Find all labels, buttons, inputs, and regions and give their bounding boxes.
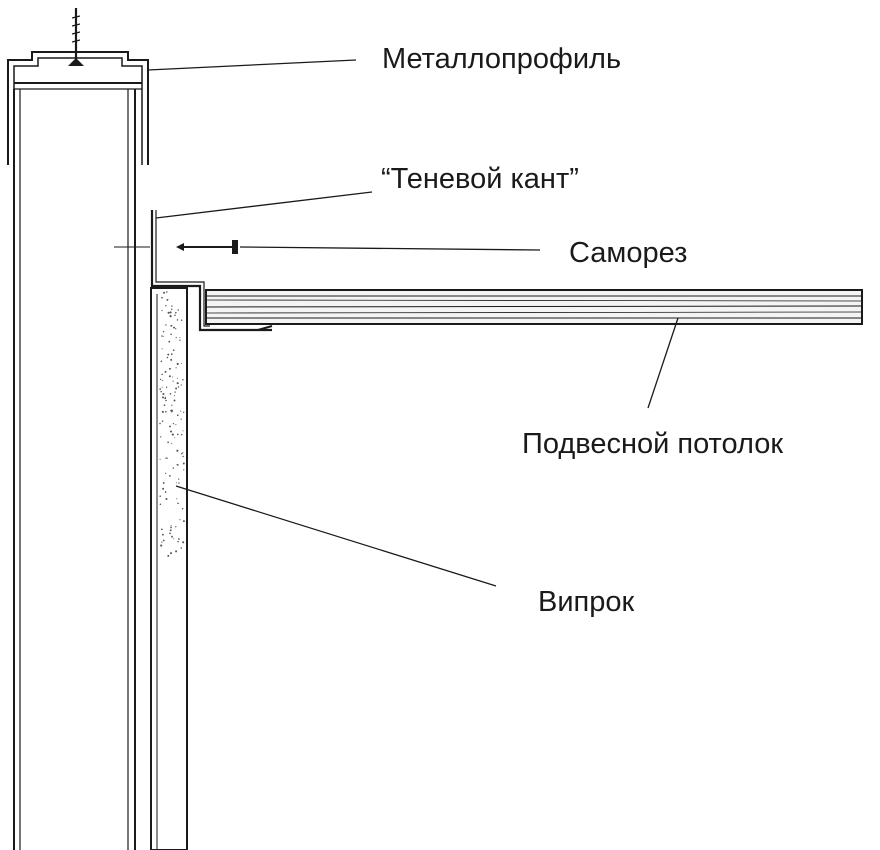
leader-ceiling bbox=[647, 317, 679, 409]
metal-profile bbox=[7, 51, 149, 850]
label-shadow-edge: “Теневой кант” bbox=[381, 163, 579, 195]
viprok-board bbox=[150, 287, 188, 850]
leader-screw bbox=[239, 246, 541, 251]
label-metal-profile: Металлопрофиль bbox=[382, 43, 622, 75]
label-suspended-ceiling: Подвесной потолок bbox=[522, 428, 784, 460]
label-screw: Саморез bbox=[569, 237, 688, 269]
top-nail bbox=[68, 8, 84, 66]
leader-lines bbox=[147, 59, 679, 587]
viprok-texture bbox=[159, 291, 185, 557]
screw bbox=[114, 240, 238, 254]
shadow-edge-profile bbox=[150, 210, 273, 332]
suspended-ceiling-board bbox=[205, 289, 863, 325]
leader-viprok bbox=[175, 485, 497, 587]
leader-metal-profile bbox=[147, 59, 357, 71]
leader-shadow-edge bbox=[155, 191, 373, 219]
label-viprok: Випрок bbox=[538, 586, 635, 618]
